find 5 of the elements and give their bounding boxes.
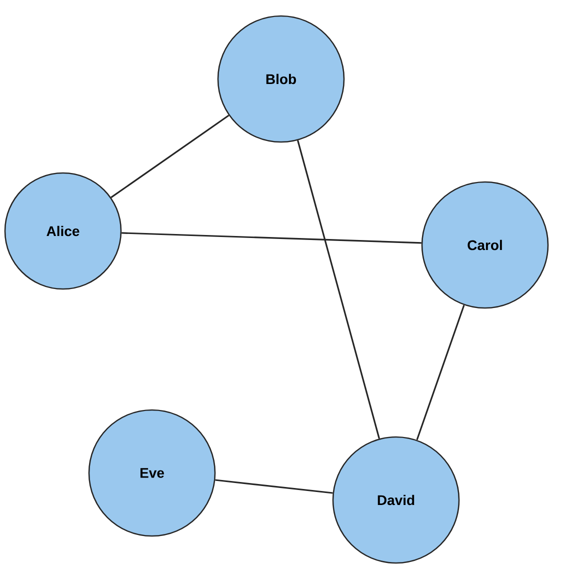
connector-line: [416, 304, 465, 440]
connector-line: [122, 232, 422, 244]
connector-line: [215, 479, 333, 494]
connector-line: [297, 140, 380, 439]
connector-line: [110, 114, 230, 198]
